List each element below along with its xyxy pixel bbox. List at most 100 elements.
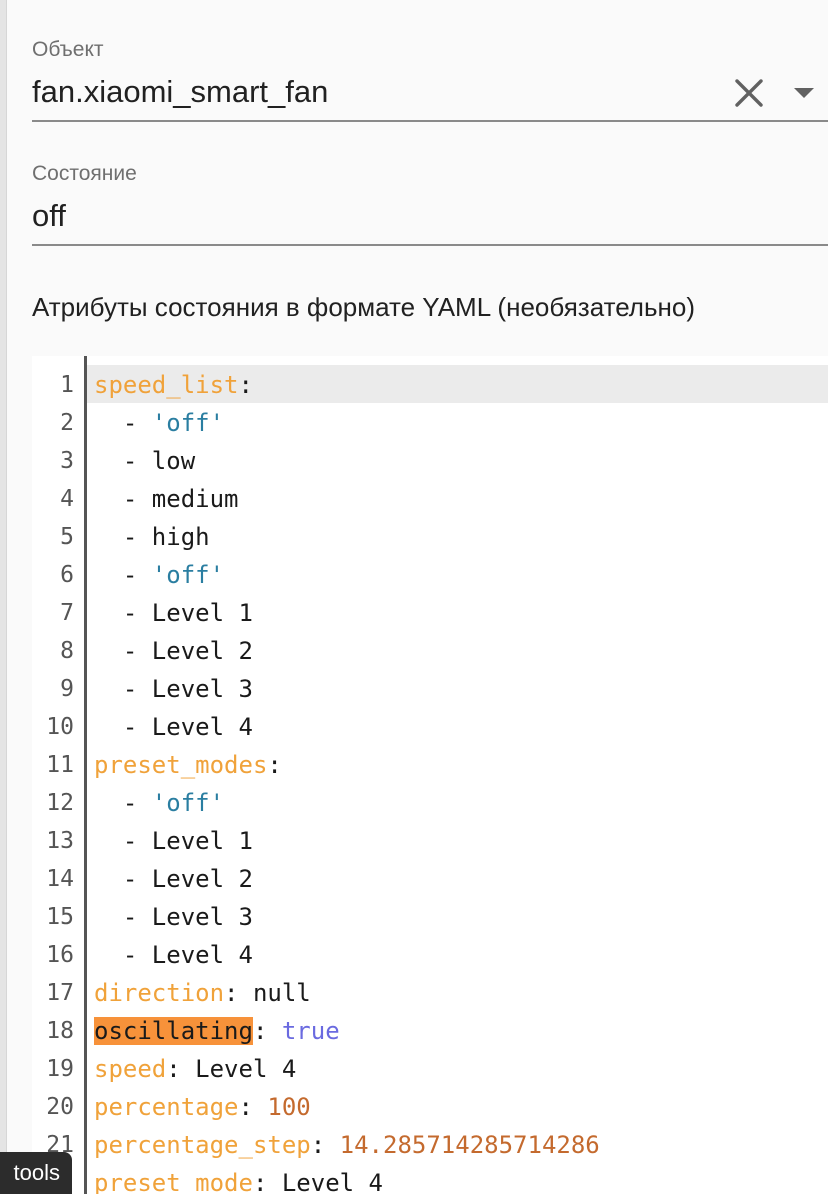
code-text[interactable]: percentage: 100 bbox=[94, 1088, 311, 1126]
code-line[interactable]: 15 - Level 3 bbox=[32, 898, 828, 936]
line-number: 11 bbox=[46, 752, 74, 778]
yaml-separator: : bbox=[166, 1055, 196, 1083]
code-line[interactable]: 2 - 'off' bbox=[32, 404, 828, 442]
yaml-plain-value: Level 4 bbox=[281, 1169, 384, 1194]
code-text[interactable]: preset_mode: Level 4 bbox=[94, 1164, 383, 1194]
line-number: 9 bbox=[60, 676, 74, 702]
line-number: 1 bbox=[60, 372, 74, 398]
line-number: 12 bbox=[46, 790, 74, 816]
line-number: 4 bbox=[60, 486, 74, 512]
code-line[interactable]: 4 - medium bbox=[32, 480, 828, 518]
yaml-bool: true bbox=[281, 1017, 340, 1045]
code-line[interactable]: 13 - Level 1 bbox=[32, 822, 828, 860]
yaml-separator: : bbox=[238, 371, 253, 399]
code-line[interactable]: 19 speed: Level 4 bbox=[32, 1050, 828, 1088]
yaml-list-dash: - bbox=[94, 827, 152, 855]
yaml-list-dash: - bbox=[94, 637, 152, 665]
yaml-separator: : bbox=[310, 1131, 340, 1159]
yaml-string: 'off' bbox=[151, 409, 225, 437]
code-text[interactable]: - Level 2 bbox=[94, 632, 253, 670]
yaml-list-dash: - bbox=[94, 561, 152, 589]
code-text[interactable]: - 'off' bbox=[94, 556, 224, 594]
code-text[interactable]: preset_modes: bbox=[94, 746, 282, 784]
left-panel-edge bbox=[0, 0, 7, 1194]
yaml-key: percentage bbox=[94, 1093, 239, 1121]
yaml-plain-value: low bbox=[151, 447, 196, 475]
state-field-label: Состояние bbox=[32, 162, 137, 185]
code-text[interactable]: - Level 4 bbox=[94, 936, 253, 974]
line-number: 14 bbox=[46, 866, 74, 892]
code-line[interactable]: 3 - low bbox=[32, 442, 828, 480]
yaml-key-highlighted: oscillating bbox=[94, 1017, 253, 1045]
yaml-key: percentage_step bbox=[94, 1131, 311, 1159]
code-line[interactable]: 14 - Level 2 bbox=[32, 860, 828, 898]
yaml-list-dash: - bbox=[94, 713, 152, 741]
code-line[interactable]: 11 preset_modes: bbox=[32, 746, 828, 784]
yaml-key: preset_mode bbox=[94, 1169, 253, 1194]
yaml-string: 'off' bbox=[151, 789, 225, 817]
code-text[interactable]: - 'off' bbox=[94, 784, 224, 822]
code-text[interactable]: percentage_step: 14.285714285714286 bbox=[94, 1126, 600, 1164]
yaml-separator: : bbox=[238, 1093, 268, 1121]
yaml-key: speed bbox=[94, 1055, 167, 1083]
code-text[interactable]: - Level 1 bbox=[94, 594, 253, 632]
code-line[interactable]: 1 speed_list: bbox=[32, 366, 828, 404]
code-line[interactable]: 10 - Level 4 bbox=[32, 708, 828, 746]
code-text[interactable]: - Level 1 bbox=[94, 822, 253, 860]
code-text[interactable]: oscillating: true bbox=[94, 1012, 340, 1050]
dev-tools-badge[interactable]: tools bbox=[0, 1152, 72, 1194]
code-text[interactable]: speed: Level 4 bbox=[94, 1050, 296, 1088]
dropdown-button[interactable] bbox=[788, 80, 820, 106]
code-line[interactable]: 8 - Level 2 bbox=[32, 632, 828, 670]
code-text[interactable]: direction: null bbox=[94, 974, 311, 1012]
state-field-value[interactable]: off bbox=[32, 198, 66, 233]
code-line[interactable]: 7 - Level 1 bbox=[32, 594, 828, 632]
yaml-list-dash: - bbox=[94, 409, 152, 437]
code-text[interactable]: - Level 3 bbox=[94, 670, 253, 708]
line-number-gutter bbox=[32, 356, 87, 1194]
yaml-separator: : bbox=[252, 1169, 282, 1194]
yaml-plain-value: Level 3 bbox=[151, 903, 253, 931]
line-number: 13 bbox=[46, 828, 74, 854]
code-line[interactable]: 5 - high bbox=[32, 518, 828, 556]
yaml-plain-value: null bbox=[252, 979, 311, 1007]
state-field[interactable]: Состояние off bbox=[32, 160, 828, 246]
clear-button[interactable] bbox=[730, 74, 768, 112]
code-text[interactable]: - Level 4 bbox=[94, 708, 253, 746]
line-number: 19 bbox=[46, 1056, 74, 1082]
code-text[interactable]: - high bbox=[94, 518, 210, 556]
yaml-list-dash: - bbox=[94, 675, 152, 703]
code-line[interactable]: 22preset_mode: Level 4 bbox=[32, 1164, 828, 1194]
yaml-list-dash: - bbox=[94, 485, 152, 513]
entity-field[interactable]: Объект fan.xiaomi_smart_fan bbox=[32, 36, 828, 122]
code-text[interactable]: - 'off' bbox=[94, 404, 224, 442]
yaml-list-dash: - bbox=[94, 941, 152, 969]
yaml-separator: : bbox=[224, 979, 253, 1007]
code-text[interactable]: - Level 3 bbox=[94, 898, 253, 936]
yaml-number: 14.285714285714286 bbox=[339, 1131, 600, 1159]
yaml-list-dash: - bbox=[94, 789, 152, 817]
code-text[interactable]: - Level 2 bbox=[94, 860, 253, 898]
yaml-separator: : bbox=[267, 751, 282, 779]
code-text[interactable]: - low bbox=[94, 442, 195, 480]
yaml-plain-value: Level 4 bbox=[151, 713, 253, 741]
yaml-key: speed_list bbox=[94, 371, 239, 399]
code-line[interactable]: 16 - Level 4 bbox=[32, 936, 828, 974]
entity-field-value[interactable]: fan.xiaomi_smart_fan bbox=[32, 74, 329, 109]
yaml-list-dash: - bbox=[94, 523, 152, 551]
yaml-plain-value: Level 2 bbox=[151, 637, 253, 665]
yaml-plain-value: Level 2 bbox=[151, 865, 253, 893]
code-line[interactable]: 9 - Level 3 bbox=[32, 670, 828, 708]
code-line[interactable]: 6 - 'off' bbox=[32, 556, 828, 594]
code-text[interactable]: speed_list: bbox=[94, 366, 253, 404]
code-line[interactable]: 12 - 'off' bbox=[32, 784, 828, 822]
code-text[interactable]: - medium bbox=[94, 480, 239, 518]
line-number: 2 bbox=[60, 410, 74, 436]
yaml-plain-value: Level 3 bbox=[151, 675, 253, 703]
yaml-plain-value: Level 4 bbox=[195, 1055, 297, 1083]
